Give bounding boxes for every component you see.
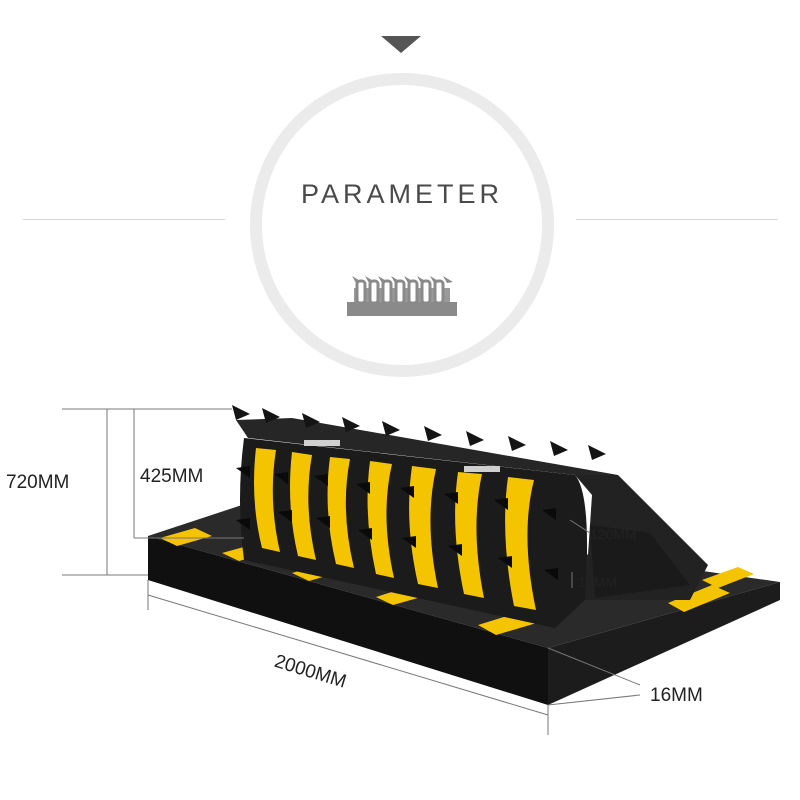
chevron-down-icon — [381, 36, 421, 53]
left-divider — [23, 219, 225, 220]
page-title: PARAMETER — [300, 179, 504, 209]
total-height-label: 720MM — [6, 472, 70, 493]
right-divider — [576, 219, 778, 220]
plate-thickness-label: 16MM — [650, 685, 703, 706]
spike-spacing-label: 120MM — [590, 526, 637, 542]
spike-width-label: 10MM — [578, 574, 617, 590]
spike-height-label: 425MM — [140, 466, 204, 487]
header-circle — [262, 85, 542, 365]
